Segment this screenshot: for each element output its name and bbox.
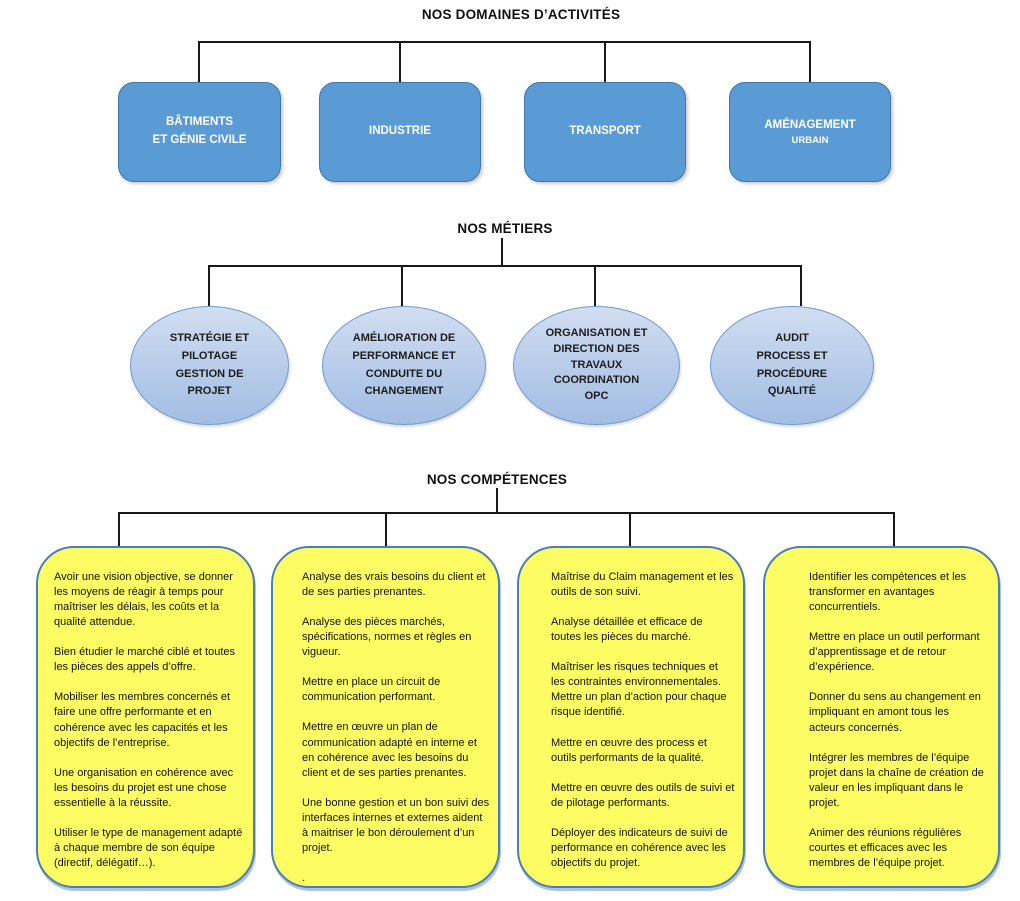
competence-paragraph: Animer des réunions régulières courtes e… xyxy=(809,826,962,869)
domain-box-label: BÂTIMENTS ET GÉNIE CIVILE xyxy=(152,116,247,146)
competence-paragraph: Mettre en place un circuit de communicat… xyxy=(302,676,441,704)
connector-vline xyxy=(604,41,606,82)
domain-box-batiments-genie-civile: BÂTIMENTS ET GÉNIE CIVILE xyxy=(118,82,281,182)
connector-vline xyxy=(629,512,631,546)
competence-paragraph: Mettre en œuvre un plan de communication… xyxy=(302,721,477,779)
competence-paragraph: Mettre en œuvre des process et outils pe… xyxy=(551,736,707,764)
competence-paragraph: Mettre en œuvre des outils de suivi et d… xyxy=(551,781,735,809)
metier-label: AMÉLIORATION DE PERFORMANCE ET CONDUITE … xyxy=(352,331,456,398)
connector-stub-metiers xyxy=(501,238,503,267)
connector-vline xyxy=(800,265,802,306)
connector-vline xyxy=(401,265,403,306)
connector-vline xyxy=(198,41,200,82)
connector-hline-competences xyxy=(119,512,895,514)
metier-ellipse-amelioration-performance: AMÉLIORATION DE PERFORMANCE ET CONDUITE … xyxy=(322,306,486,425)
competence-paragraph: Une organisation en cohérence avec les b… xyxy=(54,766,234,809)
domain-box-industrie: INDUSTRIE xyxy=(319,82,481,182)
competence-paragraph: Mettre en place un outil performant d’ap… xyxy=(809,631,980,674)
metier-label: AUDIT PROCESS ET PROCÉDURE QUALITÉ xyxy=(756,331,828,398)
domain-box-amenagement-urbain: AMÉNAGEMENT URBAIN xyxy=(729,82,891,182)
competence-paragraph: Maîtrise du Claim management et les outi… xyxy=(551,571,734,599)
competence-paragraph: Analyse des pièces marchés, spécificatio… xyxy=(302,616,472,659)
connector-vline xyxy=(208,265,210,306)
connector-vline xyxy=(399,41,401,82)
competence-box-2: Analyse des vrais besoins du client et d… xyxy=(271,546,500,888)
competence-paragraph: Déployer des indicateurs de suivi de per… xyxy=(551,826,728,869)
metier-label: ORGANISATION ET DIRECTION DES TRAVAUX CO… xyxy=(545,326,648,403)
domaines-title: NOS DOMAINES D’ACTIVITÉS xyxy=(421,7,621,22)
metier-label: STRATÉGIE ET PILOTAGE GESTION DE PROJET xyxy=(169,331,250,398)
competence-paragraph: Utiliser le type de management adapté à … xyxy=(54,826,243,869)
competence-box-3: Maîtrise du Claim management et les outi… xyxy=(517,546,745,888)
competence-paragraph: Intégrer les membres de l’équipe projet … xyxy=(809,751,984,809)
domain-box-label: INDUSTRIE xyxy=(369,125,431,138)
domain-box-sublabel: URBAIN xyxy=(791,134,829,146)
connector-vline xyxy=(893,512,895,546)
competence-paragraph: Identifier les compétences et les transf… xyxy=(809,571,967,614)
domain-box-label: AMÉNAGEMENT xyxy=(764,118,856,131)
competence-paragraph: Une bonne gestion et un bon suivi des in… xyxy=(302,796,490,854)
competence-paragraph: Donner du sens au changement en impliqua… xyxy=(809,691,981,734)
competence-paragraph: Analyse des vrais besoins du client et d… xyxy=(302,571,486,599)
competence-paragraph: Avoir une vision objective, se donner le… xyxy=(54,571,233,629)
domain-box-transport: TRANSPORT xyxy=(524,82,686,182)
connector-stub-competences xyxy=(496,488,498,514)
competence-paragraph: Analyse détaillée et efficace de toutes … xyxy=(551,616,703,644)
competence-box-4: Identifier les compétences et les transf… xyxy=(763,546,1000,888)
metier-ellipse-audit-process-qualite: AUDIT PROCESS ET PROCÉDURE QUALITÉ xyxy=(710,306,874,425)
domain-box-label: TRANSPORT xyxy=(569,125,641,138)
competence-paragraph: Bien étudier le marché ciblé et toutes l… xyxy=(54,646,235,674)
metier-ellipse-strategie-pilotage: STRATÉGIE ET PILOTAGE GESTION DE PROJET xyxy=(130,306,289,425)
connector-vline xyxy=(118,512,120,546)
competence-paragraph: Mobiliser les membres concernés et faire… xyxy=(54,691,231,749)
competence-paragraph: Maîtriser les risques techniques et les … xyxy=(551,661,727,719)
connector-vline xyxy=(385,512,387,546)
connector-vline xyxy=(594,265,596,306)
competences-title: NOS COMPÉTENCES xyxy=(426,472,568,487)
metier-ellipse-organisation-direction-travaux: ORGANISATION ET DIRECTION DES TRAVAUX CO… xyxy=(513,306,680,425)
competence-paragraph: . xyxy=(302,871,306,884)
metiers-title: NOS MÉTIERS xyxy=(457,221,553,236)
connector-hline-domaines xyxy=(198,41,811,43)
connector-vline xyxy=(809,41,811,82)
connector-hline-metiers xyxy=(208,265,802,267)
competence-box-1: Avoir une vision objective, se donner le… xyxy=(36,546,255,888)
